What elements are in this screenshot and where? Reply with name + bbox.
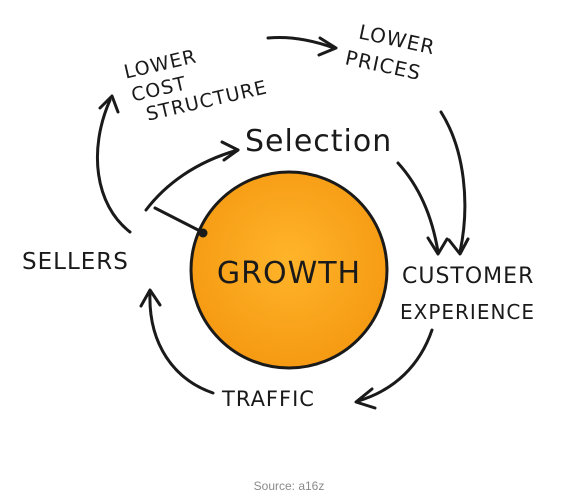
arrowhead-sellers bbox=[139, 288, 162, 308]
arrowhead-traffic bbox=[354, 387, 377, 410]
arrow-traffic-to-sellers bbox=[148, 290, 215, 395]
customer-experience-label-line1: CUSTOMER bbox=[402, 264, 534, 289]
arrowhead-customer-1 bbox=[426, 236, 449, 256]
flywheel-diagram: GROWTH Selection CUSTOMER EXPERIENCE TRA… bbox=[22, 20, 535, 411]
source-caption: Source: a16z bbox=[253, 479, 325, 493]
lower-cost-structure-label: LOWER COST STRUCTURE bbox=[122, 45, 270, 125]
arrowhead-lower-cost bbox=[98, 94, 120, 114]
connector-growth-to-sellers bbox=[153, 206, 204, 234]
arrow-selection-to-customer bbox=[396, 161, 440, 254]
traffic-label: TRAFFIC bbox=[221, 387, 315, 411]
growth-label: GROWTH bbox=[217, 256, 361, 291]
customer-experience-label-line2: EXPERIENCE bbox=[400, 300, 535, 324]
arrow-sellers-to-lower-cost bbox=[95, 98, 132, 234]
arrow-sellers-to-selection bbox=[144, 148, 240, 212]
lower-prices-label: LOWER PRICES bbox=[343, 20, 437, 85]
arrowhead-selection bbox=[220, 140, 240, 162]
selection-label: Selection bbox=[245, 124, 392, 159]
arrow-customer-to-traffic bbox=[356, 328, 434, 403]
sellers-label: SELLERS bbox=[22, 249, 129, 275]
arrow-lower-cost-to-prices bbox=[266, 36, 336, 50]
growth-circle bbox=[189, 170, 389, 370]
connector-dot bbox=[198, 228, 208, 238]
arrow-prices-to-customer bbox=[439, 110, 467, 254]
arrowhead-lower-prices bbox=[317, 36, 338, 57]
arrowhead-customer-2 bbox=[447, 237, 470, 256]
